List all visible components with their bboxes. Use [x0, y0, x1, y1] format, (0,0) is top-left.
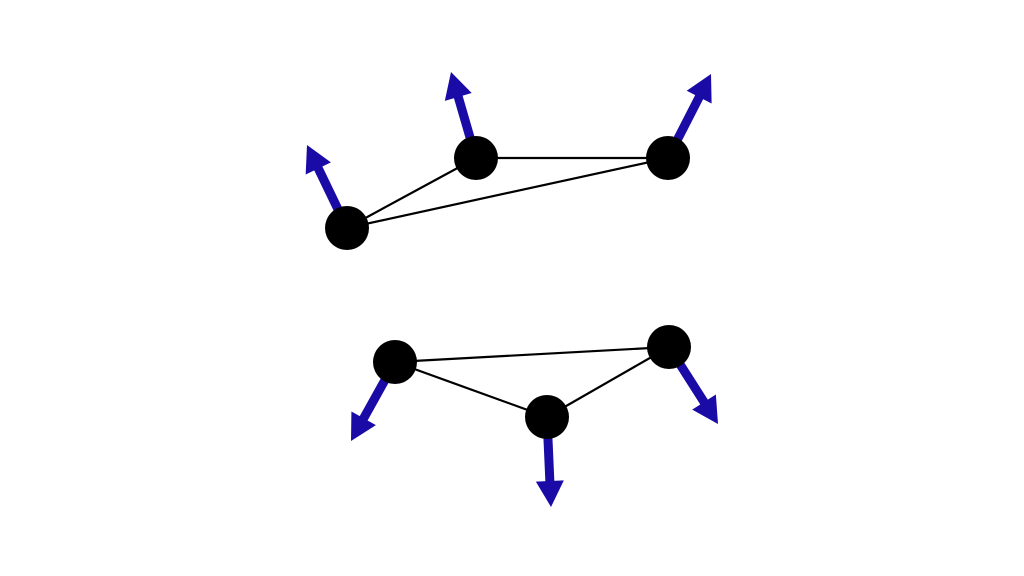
node-top-middle: [454, 136, 498, 180]
node-top-left: [325, 206, 369, 250]
node-top-right: [646, 136, 690, 180]
edge-bottom-left-bottom-right: [394, 345, 670, 364]
edge-bottom-middle-bottom-right: [546, 346, 670, 418]
edges: [346, 156, 670, 419]
node-bottom-middle: [525, 395, 569, 439]
edge-top-left-top-right: [346, 156, 669, 230]
node-bottom-right: [647, 325, 691, 369]
nodes: [325, 136, 691, 439]
displacement-arrows: [305, 72, 718, 507]
node-bottom-left: [373, 340, 417, 384]
edge-top-left-top-middle: [346, 157, 477, 229]
edge-bottom-left-bottom-middle: [394, 360, 548, 419]
